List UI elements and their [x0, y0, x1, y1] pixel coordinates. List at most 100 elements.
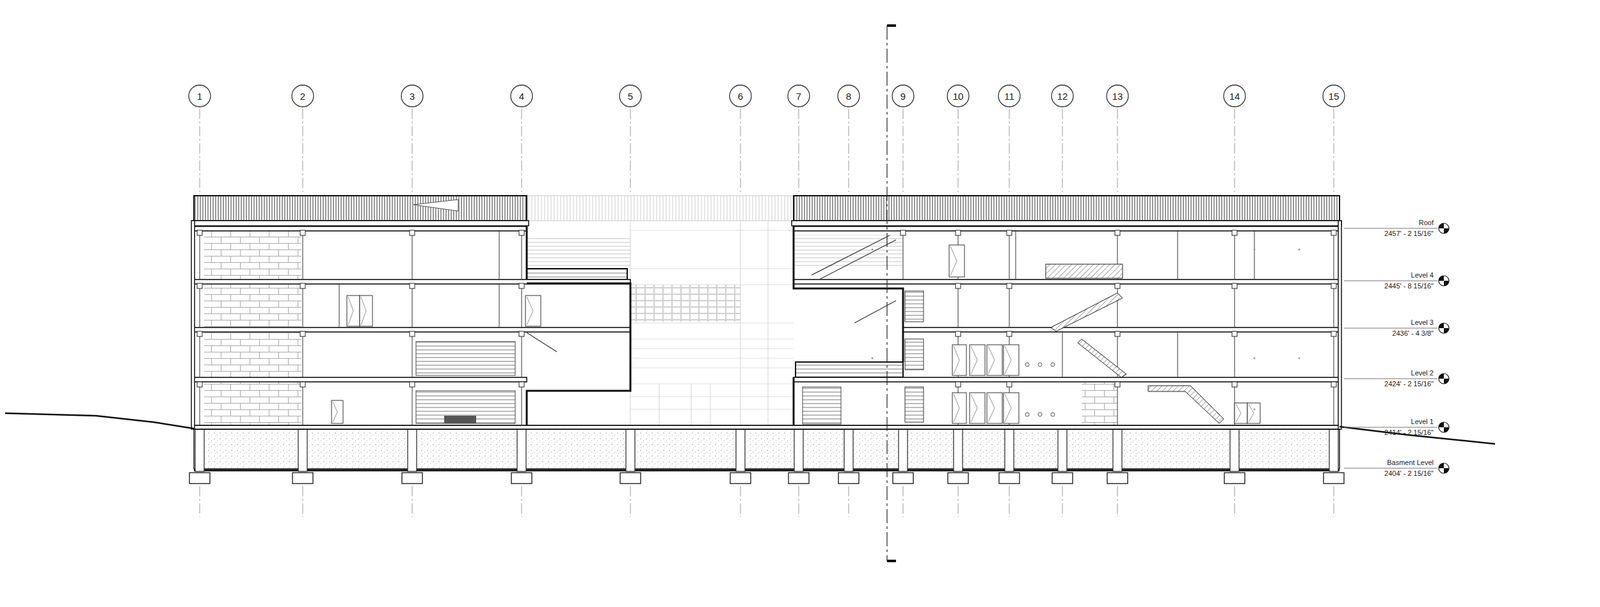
- pier: [1004, 429, 1014, 472]
- grid-number: 14: [1229, 91, 1241, 102]
- grid-bubble: 9: [891, 84, 915, 108]
- parapet: [793, 195, 1340, 221]
- grid-bubble: 3: [400, 84, 424, 108]
- grid-bubble: 15: [1322, 84, 1346, 108]
- section-flag: [887, 560, 896, 563]
- fixture-dot: [871, 248, 874, 251]
- bubble-circle: [947, 85, 969, 107]
- column: [1331, 230, 1337, 236]
- door-swing: [953, 394, 960, 409]
- level-elevation: 2436' - 4 3/8": [1392, 329, 1434, 338]
- footing: [1107, 472, 1128, 484]
- atrium-line: [630, 358, 794, 360]
- pier: [298, 429, 308, 472]
- floor-slab: [193, 226, 527, 232]
- grid-line: [1062, 108, 1064, 192]
- column: [197, 382, 203, 388]
- grid-line: [1117, 108, 1119, 192]
- grid-line: [903, 108, 904, 192]
- bubble-circle: [729, 85, 752, 107]
- door-swing: [1235, 404, 1241, 414]
- column: [955, 283, 961, 289]
- door: [359, 295, 373, 327]
- atrium-line: [630, 339, 794, 340]
- stair-flight: [1050, 293, 1123, 332]
- column: [1331, 331, 1337, 337]
- grid-line: [848, 108, 850, 192]
- door-swing: [332, 412, 338, 423]
- grid-line: [302, 486, 304, 518]
- cut-outline: [526, 225, 631, 426]
- partition: [1177, 230, 1179, 280]
- grid-bubble: 1: [188, 84, 212, 108]
- column: [1006, 283, 1012, 289]
- level-elevation: 2445' - 8 15/16": [1384, 282, 1434, 291]
- grid-line: [302, 108, 304, 192]
- level-name: Basment Level: [1386, 458, 1434, 468]
- column-line: [521, 235, 523, 280]
- column-line: [412, 288, 413, 328]
- grid-line: [903, 486, 904, 518]
- column: [1114, 230, 1120, 236]
- column-line: [199, 336, 201, 378]
- atrium-line: [630, 268, 794, 270]
- door-swing: [332, 401, 338, 413]
- brick-wall: [204, 231, 302, 280]
- bubble-circle: [1106, 85, 1129, 107]
- basement-slab: [193, 469, 1340, 472]
- chair: [1025, 412, 1030, 417]
- pier: [953, 429, 963, 472]
- column: [900, 230, 906, 236]
- grid-number: 9: [900, 91, 906, 102]
- pier: [1329, 429, 1339, 472]
- stair: [904, 387, 924, 423]
- grid-line: [1234, 486, 1236, 518]
- cut-outline: [793, 225, 904, 426]
- grid-number: 11: [1004, 91, 1015, 102]
- footing: [788, 472, 809, 484]
- balustrade: [526, 268, 628, 280]
- footing: [838, 472, 859, 484]
- pier: [736, 429, 745, 472]
- column-line: [521, 288, 523, 328]
- column-line: [412, 235, 413, 280]
- footing: [730, 472, 751, 484]
- grid-bubble: 11: [997, 84, 1021, 108]
- door: [952, 344, 967, 376]
- atrium-stair: [526, 236, 631, 268]
- column: [1114, 382, 1120, 388]
- door-swing: [988, 360, 995, 375]
- door: [952, 392, 967, 424]
- column: [519, 331, 525, 337]
- level-symbol: [1438, 323, 1449, 334]
- grid-number: 15: [1328, 91, 1340, 102]
- column: [1232, 382, 1238, 388]
- stair-flight: [1077, 339, 1127, 378]
- atrium-line: [630, 396, 794, 398]
- door-swing: [988, 394, 995, 409]
- column: [1114, 331, 1120, 337]
- level-name: Level 2: [1411, 369, 1434, 378]
- floor-slab: [793, 279, 1340, 285]
- louvre-panel: [416, 391, 516, 424]
- level-elevation: 2404' - 2 15/16": [1384, 469, 1434, 479]
- grid-line: [521, 108, 523, 192]
- grid-number: 1: [197, 91, 203, 102]
- grid-number: 5: [627, 91, 633, 102]
- footing: [947, 472, 969, 484]
- fixture-dot: [1298, 248, 1301, 251]
- column-line: [1333, 288, 1335, 328]
- level-name: Level 4: [1411, 271, 1434, 280]
- door-swing: [950, 246, 957, 262]
- bubble-circle: [619, 85, 642, 107]
- ground-line: [5, 413, 194, 429]
- bubble-circle: [1051, 85, 1074, 107]
- brick-wall: [204, 382, 302, 426]
- pier: [625, 429, 635, 472]
- grid-line: [848, 486, 850, 518]
- door: [986, 392, 1003, 424]
- bubble-circle: [510, 85, 533, 107]
- grid-line: [412, 486, 413, 518]
- column: [1114, 283, 1120, 289]
- column-line: [1234, 336, 1236, 378]
